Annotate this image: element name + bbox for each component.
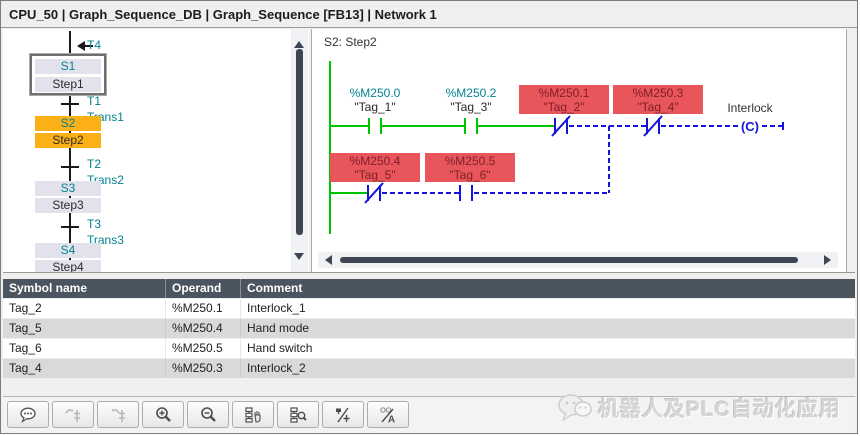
contact-tag2-highlight[interactable]: %M250.1 "Tag_2" [519,85,609,114]
scroll-right-icon[interactable] [824,255,836,265]
sequence-panel: T4 S1 Step1 T1 Trans1 S2 Step2 T2 Trans2… [3,29,309,272]
interlock-wiring [382,125,783,194]
sequence-line [69,31,71,272]
transition-t2-id[interactable]: T2 [87,157,102,171]
symbol-table-header: Symbol name Operand Comment [3,279,855,298]
table-row[interactable]: Tag_6 %M250.5 Hand switch [3,339,855,358]
network-header: S2: Step2 [324,35,377,49]
interlock-label: Interlock [727,101,773,115]
vertical-scroll-thumb[interactable] [296,49,303,235]
sequence-overview-pan-icon [245,406,261,423]
scroll-down-icon[interactable] [294,253,304,265]
network-horizontal-scrollbar[interactable] [318,252,838,268]
transition-t1-id[interactable]: T1 [87,94,102,108]
zoom-out-button[interactable] [187,401,229,428]
toggle-operand-button[interactable] [322,401,364,428]
step-s2-id[interactable]: S2 [35,116,101,131]
transition-t3-id[interactable]: T3 [87,217,102,231]
step-s4-name[interactable]: Step4 [35,260,101,272]
zoom-in-icon [156,406,171,422]
step-s1-id[interactable]: S1 [35,59,101,74]
bottom-toolbar: A [3,396,855,433]
sequence-vertical-scrollbar[interactable] [291,29,308,272]
breadcrumb-title: CPU_50 | Graph_Sequence_DB | Graph_Seque… [1,1,857,28]
interlock-contacts [364,115,784,204]
table-row[interactable]: Tag_2 %M250.1 Interlock_1 [3,299,855,318]
step-s3-id[interactable]: S3 [35,181,101,196]
toggle-symbol-button[interactable]: A [367,401,409,428]
contact-tag5-highlight[interactable]: %M250.4 "Tag_5" [330,153,420,182]
step-s2-name[interactable]: Step2 [35,133,101,148]
step-s4-id[interactable]: S4 [35,243,101,258]
jump-forward-icon [65,408,80,422]
sequence-overview-zoom-icon [290,406,307,423]
contact-tag6-highlight[interactable]: %M250.5 "Tag_6" [425,153,515,182]
jump-back-icon [111,408,125,422]
toggle-symbol-icon: A [380,406,395,424]
contact-tag3-label[interactable]: %M250.2 "Tag_3" [445,86,497,114]
transition-t2-bar[interactable] [61,166,79,168]
comment-button[interactable] [7,401,49,428]
column-comment[interactable]: Comment [247,281,303,295]
horizontal-scroll-thumb[interactable] [340,257,798,263]
step-s3-name[interactable]: Step3 [35,198,101,213]
transition-t1-bar[interactable] [61,103,79,105]
comment-icon [20,406,36,423]
jump-target-line [83,45,93,47]
scroll-left-icon[interactable] [320,255,332,265]
sequence-overview-pan-button[interactable] [232,401,274,428]
step-s1-name[interactable]: Step1 [35,77,101,92]
interlock-coil[interactable]: (C) [741,119,759,134]
contact-tag4-highlight[interactable]: %M250.3 "Tag_4" [613,85,703,114]
column-symbol-name[interactable]: Symbol name [3,279,166,298]
table-row[interactable]: Tag_4 %M250.3 Interlock_2 [3,359,855,378]
svg-text:A: A [388,414,395,424]
jump-transition-label: T4 [87,38,102,52]
power-rail [329,61,555,234]
transition-t3-bar[interactable] [61,226,79,228]
zoom-out-icon [201,406,216,422]
network-panel: S2: Step2 [311,29,847,272]
jump-forward-button[interactable] [52,401,94,428]
ladder-diagram: (C) [329,61,784,234]
scroll-up-icon[interactable] [294,36,304,48]
jump-target-arrow-icon [72,41,85,51]
toggle-operand-icon [336,407,350,422]
column-operand[interactable]: Operand [166,279,241,298]
zoom-in-button[interactable] [142,401,184,428]
sequence-overview-zoom-button[interactable] [277,401,319,428]
symbol-table: Symbol name Operand Comment Tag_2 %M250.… [3,272,855,384]
table-row[interactable]: Tag_5 %M250.4 Hand mode [3,319,855,338]
contact-tag1-label[interactable]: %M250.0 "Tag_1" [349,86,401,114]
jump-back-button[interactable] [97,401,139,428]
